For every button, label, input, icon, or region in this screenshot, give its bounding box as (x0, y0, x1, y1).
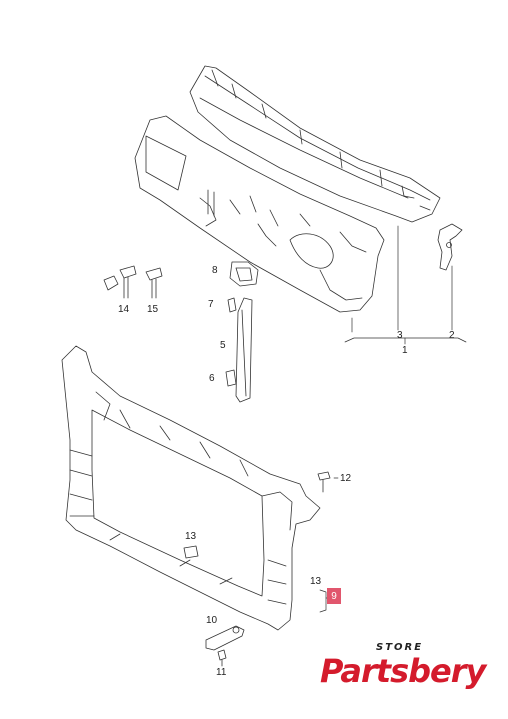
logo-brand-text: Partsbery (320, 652, 486, 690)
screws-14-15-drawing (103, 265, 163, 299)
bracket-part-2-drawing (437, 223, 463, 271)
bulkhead-panel-drawing (134, 115, 385, 313)
callout-8: 8 (212, 265, 218, 276)
callout-2: 2 (449, 330, 455, 341)
callout-7: 7 (208, 299, 214, 310)
parts-5-6-7-8-drawing (225, 261, 259, 403)
callout-11: 11 (216, 667, 227, 678)
callout-15: 15 (147, 304, 159, 315)
callout-5: 5 (220, 340, 226, 351)
callout-1: 1 (402, 345, 408, 356)
callout-13-right: 13 (310, 576, 322, 587)
callout-12: 12 (340, 473, 352, 484)
bolt-12-drawing (317, 471, 339, 493)
callout-3: 3 (397, 330, 403, 341)
clip-13-drawing (183, 545, 199, 559)
assembly-group-lines (344, 225, 467, 345)
logo-store-text: STORE (376, 642, 424, 653)
parts-10-11-drawing (205, 625, 245, 667)
water-deflector-drawing (189, 65, 441, 223)
lock-carrier-drawing (61, 345, 321, 631)
partsbery-logo: STORE Partsbery (318, 640, 490, 700)
callout-13-center: 13 (185, 531, 197, 542)
callout-10: 10 (206, 615, 218, 626)
callout-14: 14 (118, 304, 130, 315)
callout-6: 6 (209, 373, 215, 384)
callout-9-highlight: 9 (327, 588, 341, 604)
